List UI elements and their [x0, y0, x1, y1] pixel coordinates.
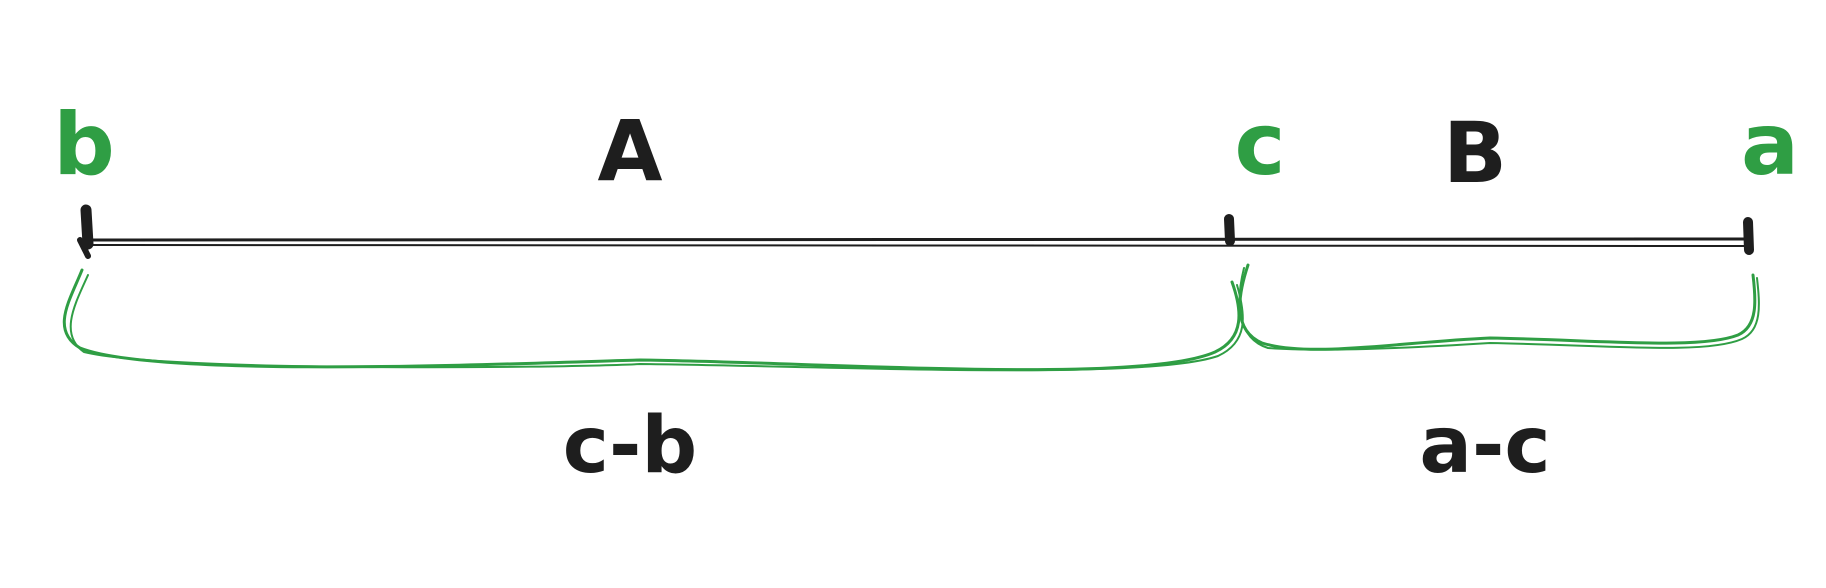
point-label-c: c	[1235, 95, 1286, 195]
tick-a	[1743, 217, 1754, 255]
brace-c-minus-b	[62, 268, 1244, 372]
main-line	[85, 237, 1747, 247]
brace-a-minus-c	[1238, 263, 1760, 351]
tick-b	[77, 204, 94, 259]
segment-label-A: A	[597, 102, 662, 200]
difference-label-c-b: c-b	[563, 401, 697, 491]
segment-label-B: B	[1443, 104, 1507, 202]
point-label-b: b	[53, 95, 115, 195]
difference-label-a-c: a-c	[1419, 401, 1550, 491]
tick-c	[1224, 214, 1235, 246]
point-label-a: a	[1741, 95, 1799, 195]
